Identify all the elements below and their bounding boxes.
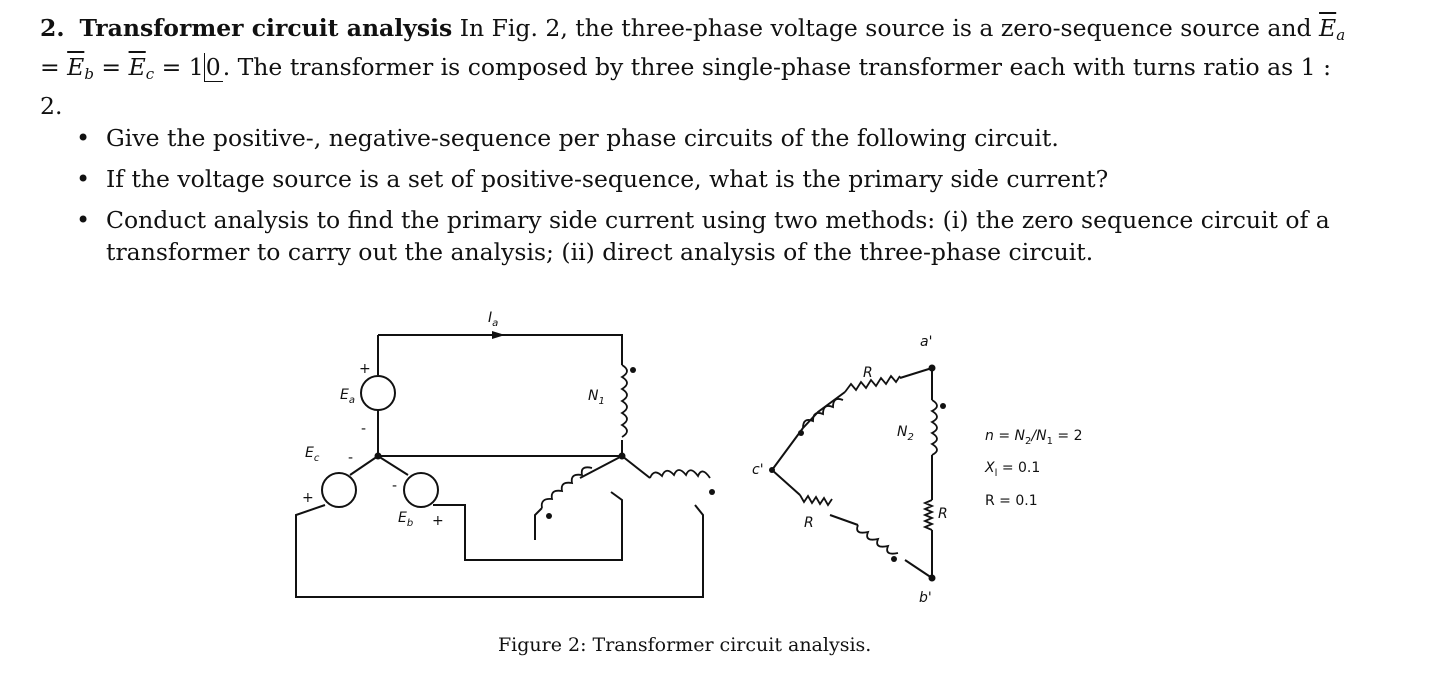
label-Ec: Ec [305, 445, 320, 464]
label-N2: N2 [897, 424, 914, 443]
figure-caption: Figure 2: Transformer circuit analysis. [498, 634, 872, 656]
label-Ea: Ea [340, 387, 355, 406]
label-Eb: Eb [398, 510, 413, 529]
label-c-prime: c' [752, 462, 764, 478]
label-minus-a: - [361, 421, 366, 437]
label-R-bottom: R [804, 515, 814, 531]
problem-statement: 2. Transformer circuit analysis In Fig. … [40, 12, 1350, 122]
circuit-figure: Ia + - Ea Ec - + - Eb + N1 a' b' c' R R … [295, 310, 1082, 606]
task-list: Give the positive-, negative-sequence pe… [72, 122, 1362, 277]
task-item: If the voltage source is a set of positi… [72, 163, 1362, 195]
label-plus-a: + [359, 361, 371, 377]
task-item: Conduct analysis to find the primary sid… [72, 204, 1362, 268]
problem-number: 2. [40, 14, 65, 42]
label-R-top: R [863, 365, 873, 381]
param-resistance: R = 0.1 [985, 493, 1038, 509]
label-b-prime: b' [919, 590, 932, 606]
label-minus-c: - [348, 450, 353, 466]
label-plus-c: + [302, 490, 314, 506]
problem-intro: In Fig. 2, the three-phase voltage sourc… [459, 14, 1312, 42]
equation: Ea = Eb = Ec = 10 [40, 14, 1346, 83]
label-plus-b: + [432, 513, 444, 529]
label-R-right: R [938, 506, 948, 522]
label-a-prime: a' [920, 334, 932, 350]
label-Ia: Ia [488, 310, 498, 329]
label-minus-b: - [392, 478, 397, 494]
problem-title: Transformer circuit analysis [79, 14, 453, 42]
param-turns-ratio: n = N2/N1 = 2 [985, 428, 1082, 447]
param-reactance: Xl = 0.1 [984, 460, 1040, 479]
label-N1: N1 [588, 388, 605, 407]
task-item: Give the positive-, negative-sequence pe… [72, 122, 1362, 154]
problem-after: . The transformer is composed by three s… [40, 53, 1332, 120]
